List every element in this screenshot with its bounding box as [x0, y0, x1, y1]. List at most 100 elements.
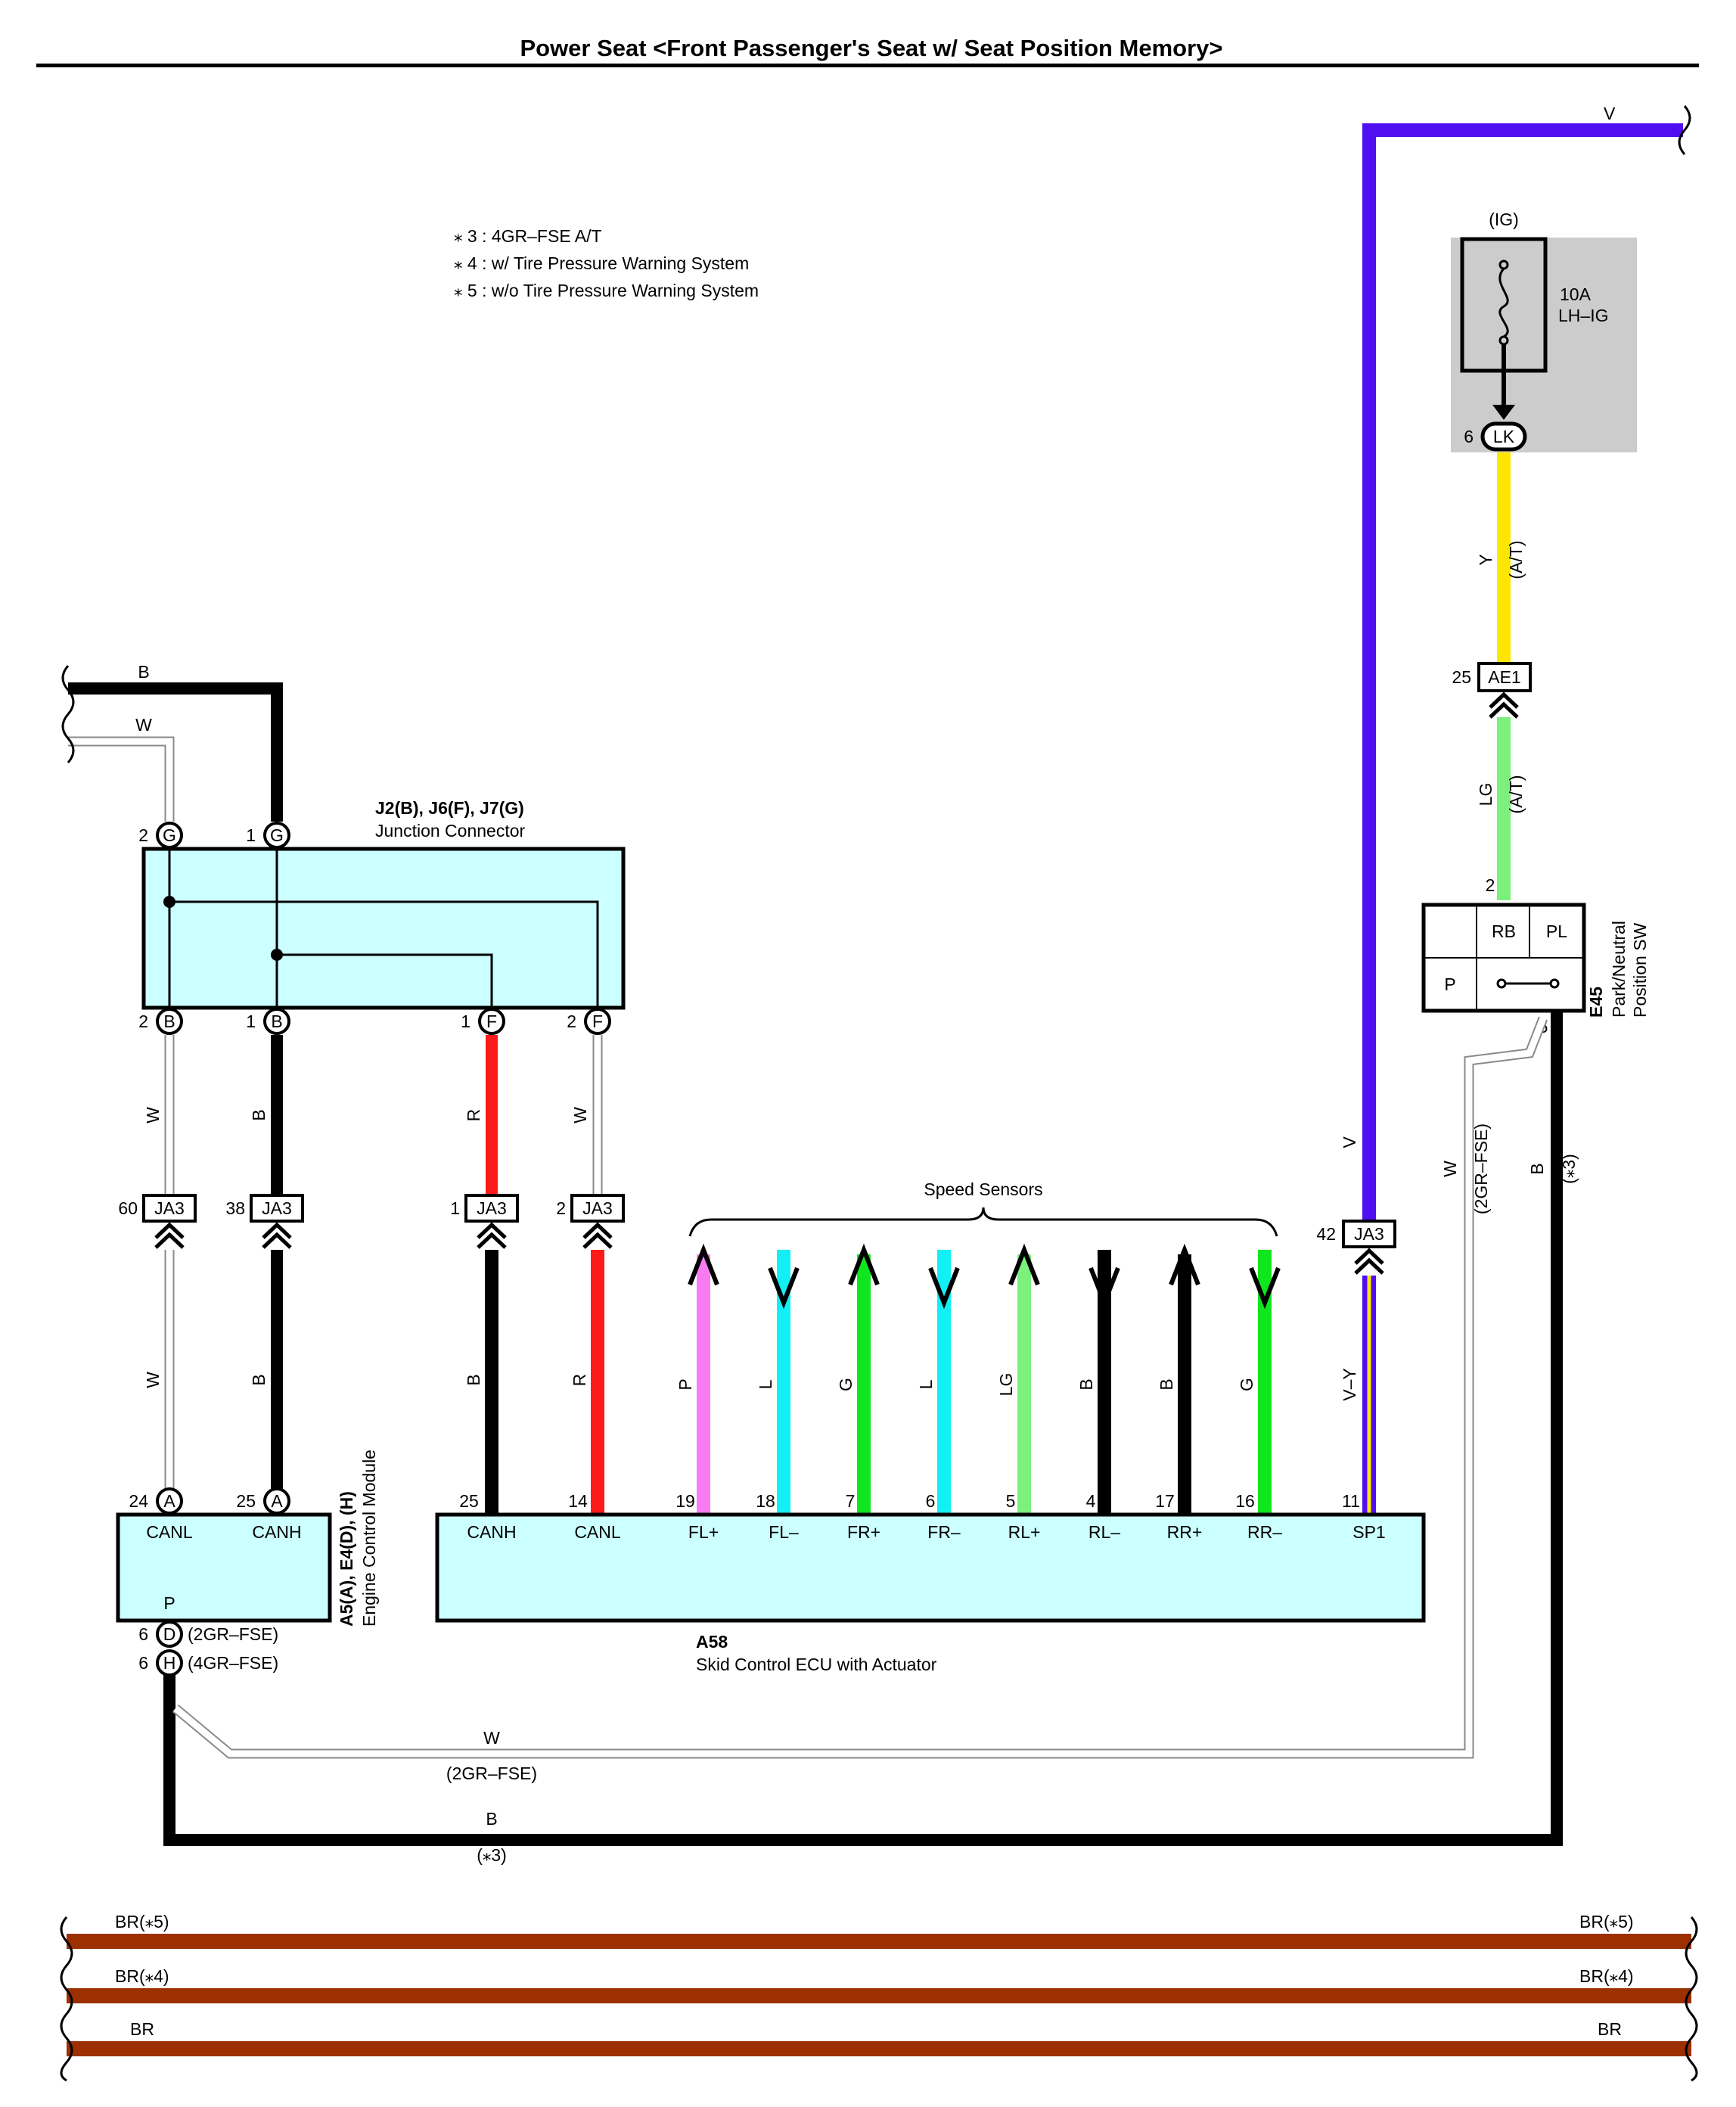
ja3-connector-38: JA3 38 [225, 1194, 304, 1249]
jc-pin-f2-letter: F [592, 1012, 603, 1031]
wire-label-rl-minus: B [1076, 1378, 1096, 1390]
jc-pin-g1-letter: G [270, 825, 284, 845]
title-rule [36, 64, 1699, 67]
skid-pin-25: 25 [459, 1491, 479, 1511]
fl-plus-arrow-icon [688, 1243, 719, 1286]
ecm-signal-canl: CANL [146, 1522, 193, 1542]
ja3-1-label: JA3 [477, 1198, 507, 1218]
fuse-arrow-icon [1492, 405, 1515, 420]
ecm-signal-canh: CANH [252, 1522, 301, 1542]
skid-pin-19: 19 [675, 1491, 695, 1511]
skid-pin-18: 18 [756, 1491, 775, 1511]
ja3-42-pin: 42 [1316, 1224, 1336, 1244]
rr-plus-arrow-icon [1169, 1243, 1200, 1286]
skid-ecu-code: A58 [696, 1632, 728, 1652]
ecm-pin-h6-note: (4GR–FSE) [188, 1653, 278, 1673]
wire-label-b-left2: B [249, 1374, 269, 1385]
jc-pin-g2-letter: G [163, 825, 176, 845]
jc-pin-b1-letter: B [271, 1012, 282, 1031]
wire-label-lg-note: (A/T) [1506, 775, 1526, 813]
pns-code: E45 [1586, 987, 1606, 1018]
ecm-pin-d6-num: 6 [138, 1624, 148, 1644]
wire-label-fr-plus: G [836, 1378, 856, 1391]
wire-label-rr-plus: B [1157, 1378, 1176, 1390]
ecm-pin-d6-letter: D [163, 1624, 176, 1644]
ecm-pin-d6-note: (2GR–FSE) [188, 1624, 278, 1644]
jc-pin-g2 [156, 822, 183, 849]
note-5: ⁎ 5 : w/o Tire Pressure Warning System [454, 281, 759, 300]
skid-pin-4: 4 [1086, 1491, 1096, 1511]
pns-in-pin: 2 [1486, 875, 1495, 895]
wire-violet [1362, 123, 1683, 1220]
br-label-4-left: BR(⁎4) [115, 1966, 169, 1986]
jc-name: Junction Connector [375, 821, 526, 841]
wire-label-r-mid2: R [570, 1374, 589, 1387]
skid-signal-sp1: SP1 [1352, 1522, 1385, 1542]
skid-signal-fr-minus: FR– [927, 1522, 961, 1542]
fuse-name: LH–IG [1558, 306, 1608, 325]
wire-label-v-right: V [1340, 1136, 1359, 1148]
ja3-2-pin: 2 [556, 1198, 566, 1218]
wire-break-left-top [61, 665, 75, 763]
br-break-right [1685, 1916, 1698, 2082]
wire-label-lg: LG [1476, 783, 1495, 806]
jc-bus-to-f2 [169, 900, 599, 1008]
ecm-pin-24-num: 24 [129, 1491, 148, 1511]
wire-white-return [173, 1017, 1547, 1757]
wire-label-b-bottom: B [486, 1809, 497, 1829]
ecm-pin-25-letter: A [271, 1491, 283, 1511]
ja3-2-label: JA3 [582, 1198, 613, 1218]
wire-black-top [68, 682, 283, 822]
ja3-connector-1: JA3 1 [450, 1194, 519, 1249]
br-label-4-right: BR(⁎4) [1579, 1966, 1634, 1986]
rr-minus-arrow-icon [1249, 1266, 1281, 1310]
wire-label-b-bottom-note: (⁎3) [477, 1845, 507, 1865]
wire-label-w-left2: W [143, 1372, 163, 1388]
wire-label-rr-minus: G [1237, 1378, 1256, 1391]
connector-lk-label: LK [1493, 427, 1515, 446]
rl-plus-arrow-icon [1008, 1243, 1040, 1286]
skid-signal-fl-minus: FL– [769, 1522, 799, 1542]
ja3-60-pin: 60 [118, 1198, 138, 1218]
ja3-42-label: JA3 [1354, 1224, 1384, 1244]
wire-label-b-right-note: (⁎3) [1559, 1154, 1579, 1184]
skid-signal-rr-minus: RR– [1247, 1522, 1282, 1542]
jc-pin-f2 [584, 1008, 611, 1035]
br-lines: BR(⁎5) BR(⁎5) BR(⁎4) BR(⁎4) BR BR [60, 1912, 1698, 2082]
rl-minus-arrow-icon [1088, 1266, 1120, 1310]
br-label-plain-left: BR [130, 2019, 154, 2039]
wire-label-fl-plus: P [675, 1378, 695, 1390]
wire-label-r-mid: R [464, 1109, 483, 1122]
ecm-name: Engine Control Module [359, 1450, 379, 1627]
pns-contact-left [1496, 978, 1507, 989]
ja3-60-label: JA3 [154, 1198, 185, 1218]
skid-ecu-name: Skid Control ECU with Actuator [696, 1655, 937, 1674]
wire-label-b-mid2: B [464, 1374, 483, 1385]
connector-ae1-pin: 25 [1452, 667, 1471, 687]
wire-label-w-top: W [135, 715, 152, 735]
jc-pin-g1 [263, 822, 290, 849]
wire-label-w-left1: W [143, 1107, 163, 1123]
jc-pin-b1 [263, 1008, 290, 1035]
pns-contact-right [1549, 978, 1560, 989]
skid-signal-fl-plus: FL+ [688, 1522, 719, 1542]
wire-label-rl-plus: LG [996, 1373, 1016, 1397]
connector-ae1 [1477, 662, 1532, 692]
wire-black-return [163, 1011, 1563, 1846]
wire-label-y-note: (A/T) [1506, 540, 1526, 579]
wire-label-w-right: W [1440, 1161, 1460, 1177]
ecm-pin-25 [263, 1487, 290, 1515]
jc-code: J2(B), J6(F), J7(G) [375, 798, 524, 818]
ja3-connector-60: JA3 60 [118, 1194, 197, 1249]
wire-label-v-top: V [1604, 104, 1616, 123]
skid-signal-canh: CANH [467, 1522, 516, 1542]
jc-pin-g1-num: 1 [246, 825, 256, 845]
skid-signal-canl: CANL [574, 1522, 621, 1542]
fl-minus-arrow-icon [768, 1266, 800, 1310]
ja3-connector-42: JA3 42 [1316, 1220, 1396, 1275]
ecm-signal-p: P [163, 1593, 175, 1613]
skid-pin-6: 6 [926, 1491, 936, 1511]
skid-ecu-pin-labels: 25 14 19 18 7 6 5 4 17 16 11 [459, 1491, 1360, 1511]
